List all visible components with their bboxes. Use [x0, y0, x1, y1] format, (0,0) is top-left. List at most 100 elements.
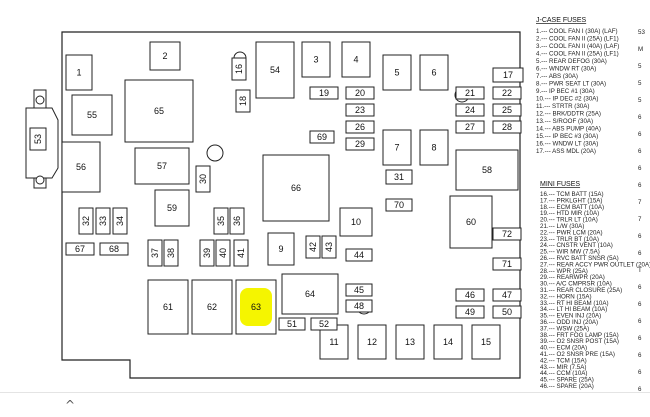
- fuse-number: 58: [482, 165, 492, 175]
- fuse-21: 21: [455, 86, 485, 100]
- legend-entry: 11.--- STRTR (30A): [536, 103, 589, 110]
- legend-entry: 41.--- O2 SNSR PRE (15A): [540, 351, 615, 358]
- fuse-number: 17: [503, 70, 513, 80]
- fuse-slot: [78, 207, 94, 235]
- fuse-33: 33: [95, 207, 111, 235]
- fuse-65: 65: [124, 79, 194, 143]
- fuse-slot: [191, 279, 233, 335]
- fuse-slot: [345, 299, 373, 313]
- fuse-55: 55: [71, 94, 113, 136]
- fuse-slot: [385, 198, 413, 212]
- fuse-slot: [357, 324, 387, 360]
- fuse-44: 44: [345, 248, 373, 262]
- legend-entry: 35.--- EVEN INJ (20A): [540, 313, 601, 320]
- fuse-slot: [341, 41, 371, 78]
- fuse-slot: [345, 137, 375, 151]
- fuse-slot: [345, 120, 375, 134]
- fuse-number: 18: [238, 96, 248, 106]
- legend-entry: 10.--- IP DEC #2 (30A): [536, 96, 598, 103]
- fuse-4: 4: [341, 41, 371, 78]
- legend-entry: 40.--- ECM (20A): [540, 345, 587, 352]
- legend-entry: 36.--- ODD INJ (20A): [540, 319, 598, 326]
- fuse-41: 41: [233, 239, 249, 267]
- fuse-24: 24: [455, 103, 485, 117]
- fuse-slot: [61, 141, 101, 193]
- fuse-number: 57: [157, 161, 167, 171]
- fuse-39: 39: [199, 239, 215, 267]
- legend-entry: 29.--- REARWPR (20A): [540, 274, 605, 281]
- fuse-35: 35: [213, 207, 229, 235]
- cropped-legend-entry: M: [638, 46, 643, 53]
- legend-entry: 19.--- HTD MIR (10A): [540, 210, 599, 217]
- fuse-slot: [492, 103, 522, 117]
- fuse-slot: [235, 89, 251, 113]
- fuse-number: 66: [291, 183, 301, 193]
- legend-entry: 24.--- CNSTR VENT (10A): [540, 242, 613, 249]
- fuse-slot: [301, 41, 331, 78]
- fuse-slot: [345, 248, 373, 262]
- fuse-number: 14: [443, 337, 453, 347]
- fuse-slot: [305, 235, 321, 259]
- fuse-29: 29: [345, 137, 375, 151]
- fuse-slot: [147, 279, 189, 335]
- fuse-2: 2: [149, 41, 181, 71]
- fuse-26: 26: [345, 120, 375, 134]
- legend-entry: 8.--- PWR SEAT LT (30A): [536, 81, 606, 88]
- fuse-59: 59: [154, 189, 190, 227]
- legend-entry: 44.--- CCM (10A): [540, 370, 587, 377]
- fuse-20: 20: [345, 86, 375, 100]
- fuse-slot: [433, 324, 463, 360]
- fuse-number: 5: [394, 68, 399, 78]
- legend-entry: 22.--- PWR LCM (20A): [540, 229, 603, 236]
- fuse-number: 53: [33, 134, 43, 144]
- fuse-slot: [321, 235, 337, 259]
- fuse-number: 4: [353, 55, 358, 65]
- fuse-slot: [229, 207, 245, 235]
- legend-entry: 18.--- ECM BATT (10A): [540, 204, 604, 211]
- cropped-legend-entry: 5: [638, 80, 642, 87]
- fuse-slot: [419, 129, 449, 166]
- fuse-slot: [112, 207, 128, 235]
- cropped-legend-entry: 6: [638, 148, 642, 155]
- legend-entry: 20.--- TRLR LT (10A): [540, 217, 598, 224]
- fuse-57: 57: [134, 147, 190, 185]
- fuse-number: 68: [109, 244, 119, 254]
- fuse-61: 61: [147, 279, 189, 335]
- fuse-slot: [213, 207, 229, 235]
- fuse-36: 36: [229, 207, 245, 235]
- cropped-legend-entry: 6: [638, 284, 642, 291]
- chevron-up-icon[interactable]: ^: [64, 398, 76, 412]
- mini-fuses-title: MINI FUSES: [540, 181, 580, 188]
- fuse-number: 59: [167, 203, 177, 213]
- legend-entry: 12.--- BRK/DDTR (25A): [536, 111, 601, 118]
- fuse-slot: [235, 279, 277, 335]
- fuse-43: 43: [321, 235, 337, 259]
- fuse-17: 17: [492, 67, 524, 83]
- fuse-slot: [255, 41, 295, 99]
- fuse-slot: [262, 154, 330, 222]
- fuse-slot: [455, 305, 485, 319]
- fuse-number: 50: [502, 307, 512, 317]
- fuse-slot: [471, 324, 501, 360]
- legend-entry: 28.--- WPR (25A): [540, 268, 588, 275]
- fuse-31: 31: [385, 169, 413, 185]
- fuse-53: 53: [29, 127, 47, 151]
- fuse-13: 13: [395, 324, 425, 360]
- mount-hole: [35, 175, 45, 185]
- fuse-23: 23: [345, 103, 375, 117]
- legend-entry: 1.--- COOL FAN I (30A) (LAF): [536, 28, 618, 35]
- fuse-number: 25: [502, 105, 512, 115]
- legend-entry: 45.--- SPARE (25A): [540, 377, 594, 384]
- fuse-slot: [65, 54, 93, 91]
- cropped-legend-entry: 6: [638, 369, 642, 376]
- fuse-number: 30: [198, 174, 208, 184]
- fuse-number: 48: [354, 301, 364, 311]
- fuse-number: 54: [270, 65, 280, 75]
- cropped-legend-entry: 6: [638, 131, 642, 138]
- bottom-toolbar: ^: [0, 392, 650, 417]
- fuse-slot: [149, 41, 181, 71]
- fuse-number: 28: [502, 122, 512, 132]
- fuse-38: 38: [163, 239, 179, 267]
- fuse-number: 12: [367, 337, 377, 347]
